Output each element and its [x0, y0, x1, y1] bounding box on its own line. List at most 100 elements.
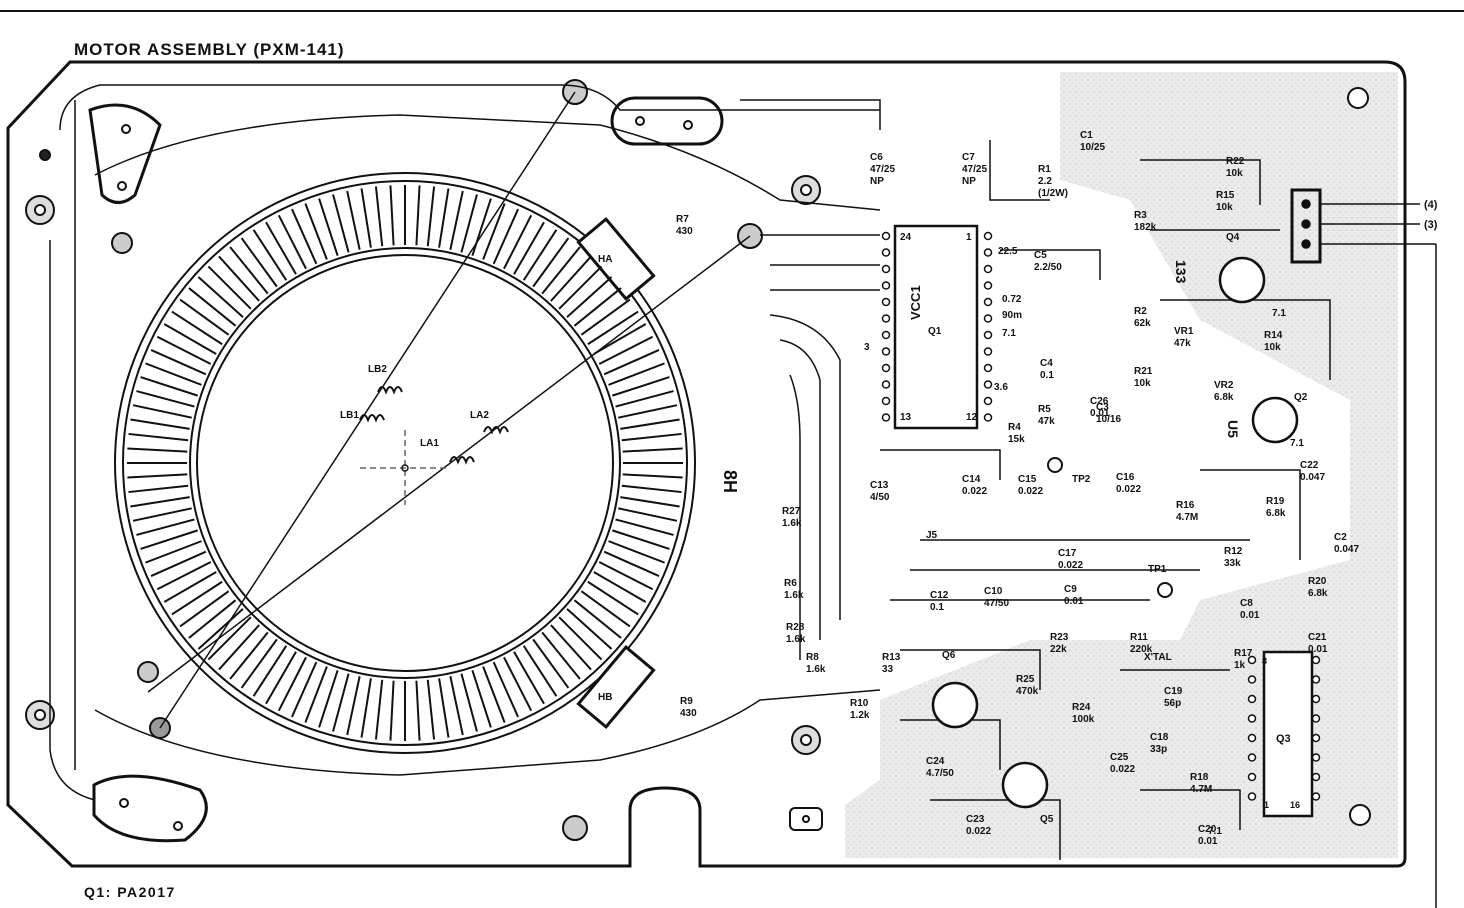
part-value: 0.022	[1110, 764, 1135, 775]
part-value: 0.01	[1308, 644, 1328, 655]
stator-tooth	[163, 571, 217, 603]
part-value: 0.047	[1300, 472, 1325, 483]
connector-label: (4)	[1424, 199, 1438, 211]
test-point: TP2	[1072, 474, 1091, 485]
part-ref: C24	[926, 756, 945, 767]
ic-pin	[1247, 792, 1257, 801]
stator-tooth	[304, 666, 328, 723]
part-value: 430	[676, 226, 693, 237]
part-ref: VR1	[1174, 326, 1194, 337]
part-value: 1.2k	[850, 710, 870, 721]
connector-label: (3)	[1424, 219, 1438, 231]
part-ref: R15	[1216, 190, 1235, 201]
board-mark: 3	[864, 342, 870, 353]
part-value: 6.8k	[1266, 508, 1286, 519]
ic-pin	[881, 363, 891, 373]
part-ref: R1	[1038, 164, 1051, 175]
stator-tooth	[566, 276, 613, 318]
stator-tooth	[460, 194, 478, 253]
stator-tooth	[207, 265, 252, 310]
stator-tooth	[171, 310, 223, 346]
ic-pin	[983, 314, 993, 323]
stator-tooth	[471, 198, 492, 256]
part-value: 6.8k	[1308, 588, 1328, 599]
stator-tooth	[618, 507, 678, 522]
stator-tooth	[580, 590, 631, 628]
part-ref: C6	[870, 152, 883, 163]
part-value: 430	[680, 708, 697, 719]
stator-tooth	[229, 246, 269, 295]
stator-tooth	[188, 287, 237, 327]
stator-tooth	[360, 188, 372, 248]
stator-tooth	[127, 473, 188, 479]
stator-tooth	[229, 631, 269, 680]
part-ref: C12	[930, 590, 949, 601]
stator-tooth	[492, 208, 519, 265]
part-ref: R19	[1266, 496, 1285, 507]
stator-tooth	[522, 645, 558, 697]
board-mark: J5	[926, 530, 938, 541]
stator-tooth	[587, 310, 639, 346]
part-value: 47/25	[870, 164, 895, 175]
part-value: 10k	[1216, 202, 1233, 213]
ic-pin	[881, 314, 891, 323]
part-value: 100k	[1072, 714, 1095, 725]
stator-tooth	[438, 678, 450, 738]
stator-tooth	[130, 496, 190, 508]
voltage-label: 7.1	[1272, 308, 1286, 319]
part-extra: (1/2W)	[1038, 188, 1068, 199]
stator-tooth	[156, 335, 212, 365]
part-ref: X'TAL	[1144, 652, 1172, 663]
stator-tooth	[291, 661, 318, 718]
stator-tooth	[482, 666, 506, 723]
part-ref: C17	[1058, 548, 1077, 559]
stator-tooth	[558, 616, 603, 661]
ic-pin	[881, 413, 891, 422]
stator-tooth	[197, 608, 244, 650]
stator-tooth	[415, 185, 421, 246]
stator-tooth	[389, 185, 395, 246]
part-ref: R28	[786, 622, 805, 633]
part-value: 470k	[1016, 686, 1039, 697]
stator-tooth	[532, 638, 570, 689]
part-ref: Q6	[942, 650, 956, 661]
stator-tooth	[622, 447, 683, 453]
ic-pin	[1311, 792, 1321, 801]
stator-tooth	[492, 661, 519, 718]
board-mark: 133	[1173, 260, 1189, 284]
voltage-label: 0.72	[1002, 294, 1022, 305]
part-value: 47/25	[962, 164, 987, 175]
stator-tooth	[621, 432, 682, 442]
part-ref: R3	[1134, 210, 1147, 221]
part-value: 0.022	[1058, 560, 1083, 571]
pcb-traces	[49, 84, 1331, 860]
transistors	[931, 256, 1299, 809]
stator-tooth	[541, 631, 581, 680]
stator-tooth	[593, 323, 647, 355]
part-value: 10/16	[1096, 414, 1121, 425]
part-value: 220k	[1130, 644, 1153, 655]
part-value: 10k	[1226, 168, 1243, 179]
part-ref: C16	[1116, 472, 1135, 483]
stator-tooth	[618, 404, 678, 419]
part-ref: R5	[1038, 404, 1051, 415]
part-value: 33k	[1224, 558, 1241, 569]
stator-tooth	[620, 496, 680, 508]
ic-pin	[1311, 753, 1321, 762]
ic-pin	[1247, 714, 1257, 723]
ic-pin-number: 16	[1290, 800, 1300, 810]
part-value: 15k	[1008, 434, 1025, 445]
ic-sub: Q1	[928, 326, 942, 337]
part-ref: C21	[1308, 632, 1327, 643]
stator-tooth	[598, 335, 654, 365]
part-ref: R8	[806, 652, 819, 663]
board-mark: U5	[1225, 420, 1241, 438]
part-ref: C1	[1080, 130, 1093, 141]
ic-pin	[983, 413, 993, 422]
part-ref: R4	[1008, 422, 1021, 433]
ic-pin	[1247, 655, 1257, 665]
part-value: 62k	[1134, 318, 1151, 329]
stator-tooth	[580, 298, 631, 336]
stator-tooth	[265, 651, 297, 705]
